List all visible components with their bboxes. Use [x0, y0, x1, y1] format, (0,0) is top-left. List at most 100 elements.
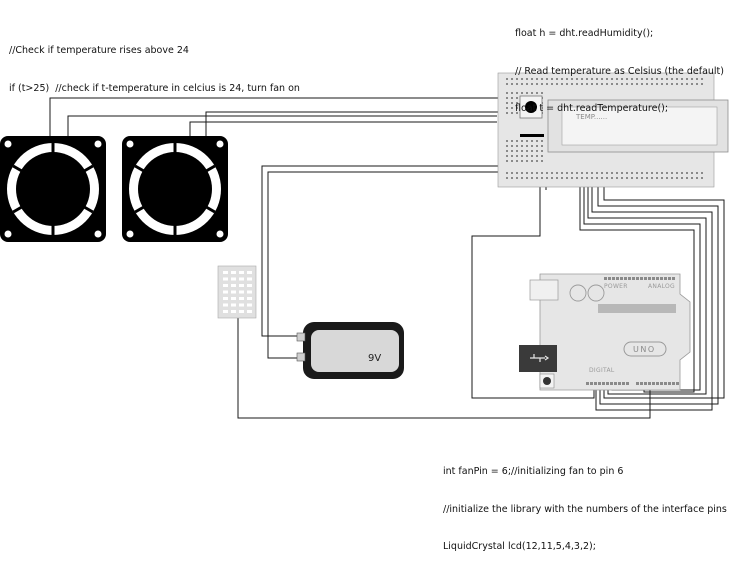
header-pin: [636, 277, 639, 280]
breadboard-hole: [556, 172, 558, 174]
battery-terminal-a: [296, 332, 306, 342]
breadboard-hole: [671, 83, 673, 85]
breadboard-hole: [521, 83, 523, 85]
breadboard-hole: [611, 172, 613, 174]
breadboard-hole: [616, 172, 618, 174]
header-pin: [628, 277, 631, 280]
breadboard-hole: [536, 160, 538, 162]
breadboard-hole: [651, 83, 653, 85]
breadboard-hole: [511, 177, 513, 179]
header-pin: [656, 382, 659, 385]
breadboard-hole: [506, 155, 508, 157]
fan-spoke: [134, 201, 152, 214]
breadboard-hole: [586, 177, 588, 179]
breadboard-hole: [571, 177, 573, 179]
breadboard-hole: [561, 172, 563, 174]
breadboard-hole: [511, 97, 513, 99]
sensor-vent: [223, 271, 228, 274]
breadboard-hole: [696, 78, 698, 80]
fan-spoke: [76, 201, 94, 214]
breadboard-hole: [576, 177, 578, 179]
breadboard-hole: [656, 172, 658, 174]
breadboard-hole: [531, 177, 533, 179]
fan-hub: [25, 161, 81, 217]
breadboard-hole: [541, 177, 543, 179]
sensor-vent: [239, 310, 244, 313]
header-pin: [652, 277, 655, 280]
sensor-vent: [223, 277, 228, 281]
breadboard-hole: [701, 78, 703, 80]
breadboard-hole: [611, 177, 613, 179]
power-label: POWER: [604, 283, 628, 290]
breadboard-hole: [526, 150, 528, 152]
wire-fan2-a: [189, 121, 497, 140]
lcd-display: [547, 99, 729, 153]
wire-lcd-1: [591, 152, 713, 411]
code-comment-bottom: int fanPin = 6;//initializing fan to pin…: [443, 441, 727, 566]
breadboard-hole: [651, 78, 653, 80]
breadboard-hole: [511, 83, 513, 85]
battery-label: 9V: [368, 353, 382, 364]
header-pin: [664, 382, 667, 385]
breadboard-hole: [521, 155, 523, 157]
breadboard-hole: [681, 172, 683, 174]
header-pin: [622, 382, 625, 385]
breadboard-rails: [506, 78, 703, 179]
breadboard-hole: [506, 160, 508, 162]
breadboard-hole: [531, 140, 533, 142]
breadboard-hole: [541, 140, 543, 142]
breadboard-hole: [506, 145, 508, 147]
breadboard-hole: [681, 83, 683, 85]
breadboard-hole: [536, 172, 538, 174]
breadboard-hole: [651, 172, 653, 174]
breadboard-hole: [591, 177, 593, 179]
header-pin: [614, 382, 617, 385]
breadboard-hole: [531, 92, 533, 94]
breadboard-hole: [541, 150, 543, 152]
code-left-line-2: if (t>25) //check if t-temperature in ce…: [9, 82, 300, 94]
breadboard-hole: [566, 78, 568, 80]
breadboard-hole: [511, 150, 513, 152]
capacitor-2: [587, 284, 605, 302]
breadboard-hole: [536, 177, 538, 179]
fan-screw-hole: [94, 140, 102, 148]
fan-2: [122, 136, 228, 242]
breadboard-hole: [541, 172, 543, 174]
breadboard-hole: [676, 78, 678, 80]
breadboard-hole: [546, 83, 548, 85]
wire-fan1-b: [67, 115, 497, 140]
breadboard-hole: [681, 78, 683, 80]
fan-hub: [147, 161, 203, 217]
breadboard-hole: [671, 78, 673, 80]
breadboard-hole: [526, 78, 528, 80]
sensor-grille: [223, 271, 252, 313]
analog-label: ANALOG: [648, 283, 675, 290]
breadboard-hole: [616, 177, 618, 179]
breadboard-hole: [506, 92, 508, 94]
capacitor-1: [569, 284, 587, 302]
code-comment-left: //Check if temperature rises above 24 if…: [9, 20, 300, 108]
fan-screw-hole: [216, 140, 224, 148]
wire-lcd-2: [597, 152, 719, 405]
breadboard-hole: [666, 172, 668, 174]
breadboard-hole: [601, 172, 603, 174]
reset-button-cap[interactable]: [543, 377, 551, 385]
sensor-vent: [247, 303, 252, 307]
header-pin: [604, 277, 607, 280]
breadboard-hole: [551, 83, 553, 85]
breadboard-hole: [606, 177, 608, 179]
breadboard-hole: [506, 112, 508, 114]
breadboard-hole: [506, 102, 508, 104]
breadboard-hole: [571, 172, 573, 174]
breadboard-hole: [526, 92, 528, 94]
breadboard-hole: [701, 177, 703, 179]
breadboard-hole: [541, 155, 543, 157]
breadboard-hole: [526, 172, 528, 174]
sensor-vent: [231, 290, 236, 294]
fan-spoke: [12, 201, 30, 214]
push-button-cap[interactable]: [525, 101, 537, 113]
breadboard-hole: [561, 78, 563, 80]
breadboard-hole: [601, 177, 603, 179]
breadboard-hole: [516, 83, 518, 85]
sensor-vent: [231, 271, 236, 274]
